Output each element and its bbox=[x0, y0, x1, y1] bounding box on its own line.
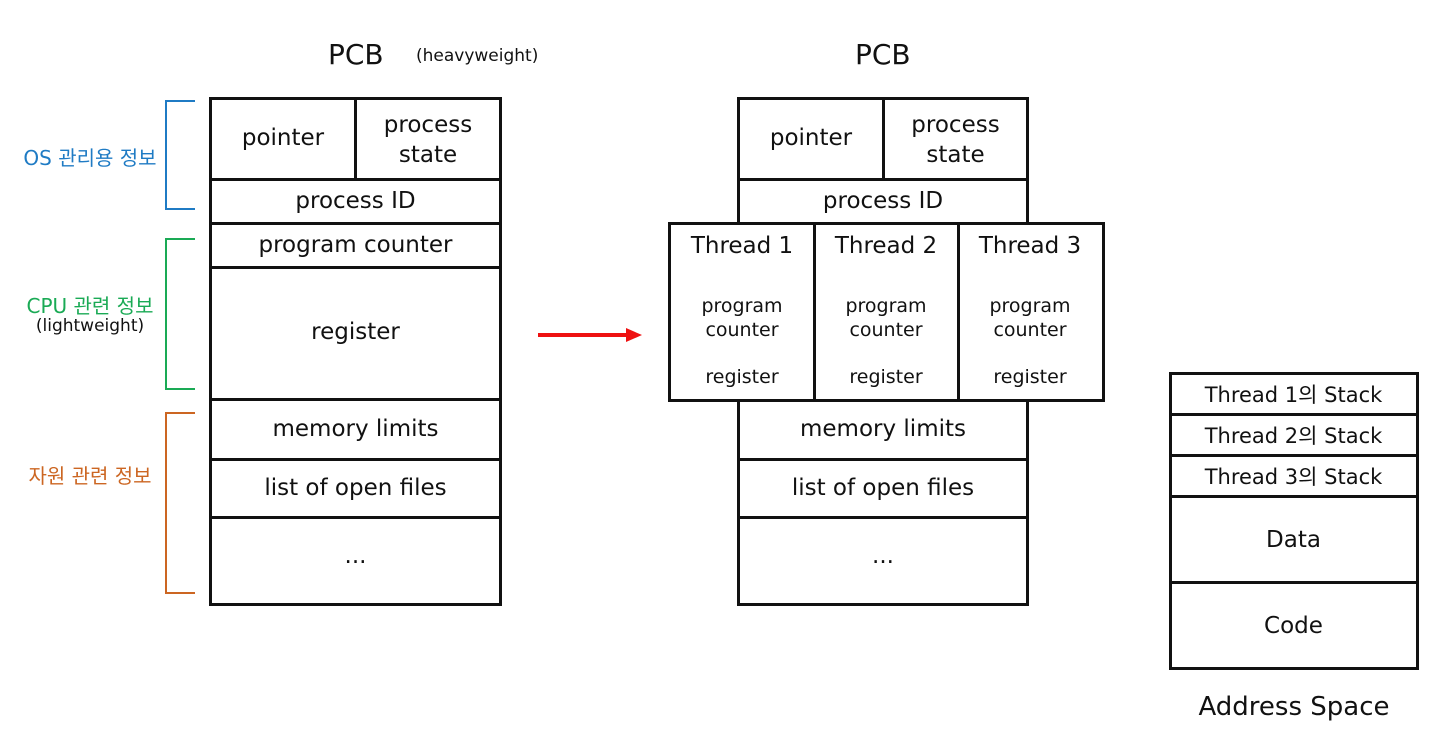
left-divider-1 bbox=[209, 178, 502, 181]
thread-1-register: register bbox=[705, 366, 779, 388]
right-divider-1 bbox=[737, 178, 1029, 181]
os-info-label: OS 관리용 정보 bbox=[23, 146, 157, 170]
thread-divider-1 bbox=[813, 222, 816, 402]
cpu-info-label: CPU 관련 정보 bbox=[26, 294, 154, 318]
thread-1-cell: Thread 1 program counter register bbox=[672, 226, 812, 397]
left-program-counter-label: program counter bbox=[258, 232, 453, 258]
thread-2-cell: Thread 2 program counter register bbox=[816, 226, 956, 397]
left-pointer-label: pointer bbox=[241, 125, 325, 151]
right-pointer-label: pointer bbox=[769, 125, 853, 151]
as-divider-4 bbox=[1169, 581, 1419, 584]
thread-1-program-counter: program counter bbox=[701, 295, 783, 341]
right-divider-2 bbox=[737, 458, 1029, 461]
thread-3-stack: Thread 3의 Stack bbox=[1204, 465, 1383, 489]
left-divider-6 bbox=[209, 516, 502, 519]
left-divider-5 bbox=[209, 458, 502, 461]
left-divider-2 bbox=[209, 222, 502, 225]
transition-arrow-icon bbox=[538, 328, 642, 342]
os-info-bracket bbox=[165, 100, 195, 210]
right-process-state-label: process state bbox=[911, 112, 1000, 168]
left-divider-pointer-state bbox=[354, 97, 357, 180]
left-pcb-title: PCB bbox=[328, 38, 384, 71]
thread-2-program-counter: program counter bbox=[845, 295, 927, 341]
thread-2-register: register bbox=[849, 366, 923, 388]
left-register-label: register bbox=[311, 319, 400, 345]
left-memory-limits-label: memory limits bbox=[272, 416, 439, 442]
left-process-id-label: process ID bbox=[295, 188, 416, 214]
as-divider-1 bbox=[1169, 413, 1419, 416]
code-segment: Code bbox=[1264, 612, 1323, 639]
as-divider-3 bbox=[1169, 495, 1419, 498]
thread-3-name: Thread 3 bbox=[978, 233, 1082, 259]
right-process-id-label: process ID bbox=[822, 188, 944, 214]
right-ellipsis-label: ... bbox=[872, 543, 894, 569]
resource-info-bracket bbox=[165, 412, 195, 594]
right-memory-limits-label: memory limits bbox=[800, 416, 966, 442]
left-ellipsis-label: ... bbox=[344, 543, 367, 569]
left-open-files-label: list of open files bbox=[264, 475, 447, 501]
cpu-info-bracket bbox=[165, 238, 195, 390]
address-space-caption: Address Space bbox=[1198, 692, 1390, 722]
cpu-info-sublabel: (lightweight) bbox=[35, 316, 145, 336]
thread-3-program-counter: program counter bbox=[989, 295, 1071, 341]
thread-block bbox=[668, 222, 1105, 402]
thread-divider-2 bbox=[957, 222, 960, 402]
thread-3-register: register bbox=[993, 366, 1067, 388]
left-pcb-subtitle: (heavyweight) bbox=[416, 46, 539, 66]
thread-3-cell: Thread 3 program counter register bbox=[960, 226, 1100, 397]
as-divider-2 bbox=[1169, 454, 1419, 457]
thread-2-name: Thread 2 bbox=[834, 233, 938, 259]
thread-1-stack: Thread 1의 Stack bbox=[1204, 383, 1383, 407]
right-divider-3 bbox=[737, 516, 1029, 519]
right-open-files-label: list of open files bbox=[791, 475, 975, 501]
thread-1-name: Thread 1 bbox=[690, 233, 794, 259]
thread-2-stack: Thread 2의 Stack bbox=[1204, 424, 1383, 448]
address-space-block bbox=[1169, 372, 1419, 670]
right-pcb-title: PCB bbox=[855, 38, 911, 71]
left-divider-3 bbox=[209, 266, 502, 269]
data-segment: Data bbox=[1266, 526, 1321, 553]
resource-info-label: 자원 관련 정보 bbox=[28, 464, 152, 488]
left-process-state-label: process state bbox=[383, 112, 473, 168]
right-divider-pointer-state bbox=[882, 97, 885, 180]
left-divider-4 bbox=[209, 398, 502, 401]
